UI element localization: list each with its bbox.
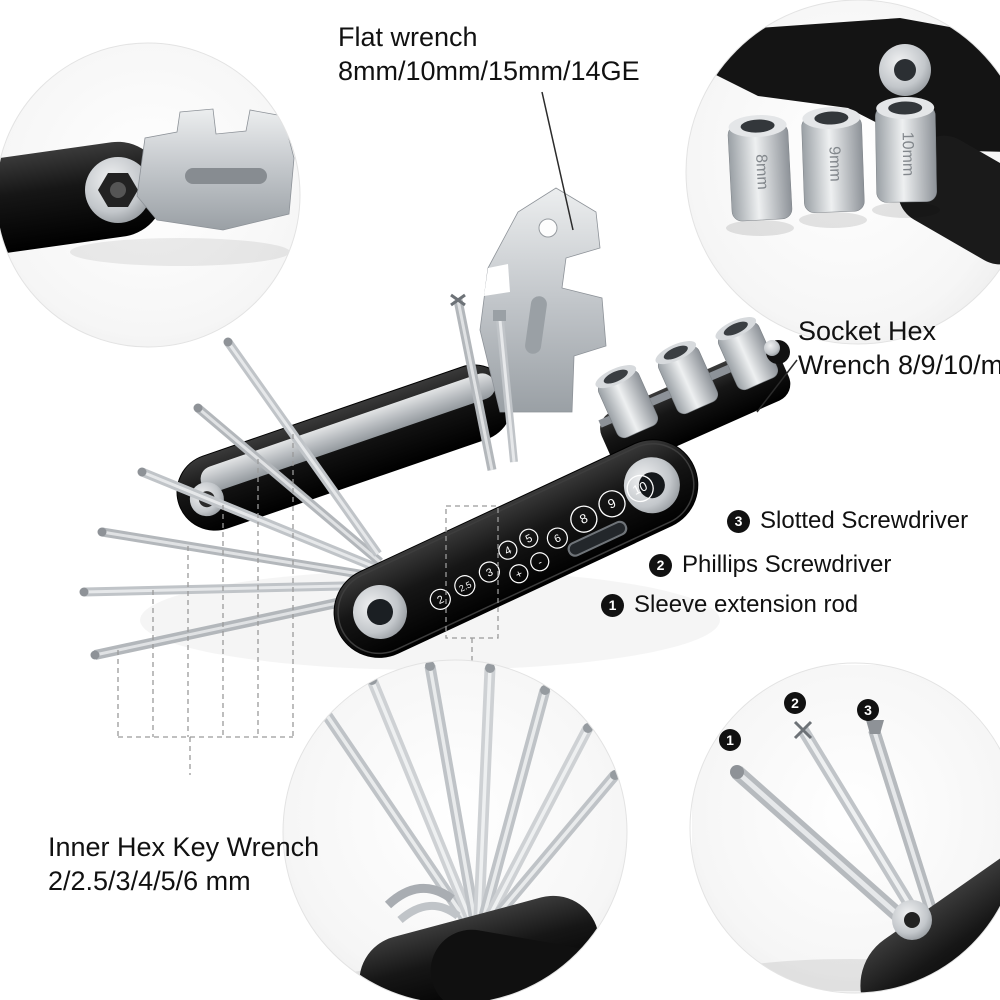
handle-marking: 6 [553, 532, 564, 545]
label-flat-wrench-line2: 8mm/10mm/15mm/14GE [338, 56, 640, 86]
label-socket-hex: Socket Hex Wrench 8/9/10/m [798, 314, 1000, 382]
inset-br-bit-1 [730, 765, 920, 936]
inset-socket-10mm: 10mm [875, 96, 937, 203]
label-flat-wrench: Flat wrench 8mm/10mm/15mm/14GE [338, 20, 640, 88]
label-socket-hex-line2: Wrench 8/9/10/m [798, 350, 1000, 380]
flat-tip [866, 720, 884, 734]
marking-highlight-box [445, 505, 499, 668]
label-inner-hex-line2: 2/2.5/3/4/5/6 mm [48, 866, 251, 896]
bit-badge-2: 2 [791, 695, 799, 711]
feature-slotted-screwdriver: 3 Slotted Screwdriver [727, 507, 968, 535]
inset-br-bit-3 [866, 720, 944, 934]
handle-marking: - [536, 556, 545, 569]
main-handle: 2 2.5 3 4 5 + - 6 8 9 10 [333, 439, 699, 658]
socket-size-label: 8mm [752, 154, 771, 190]
socket-size-label: 9mm [825, 146, 843, 182]
inset-flat-wrench [0, 42, 301, 348]
inset-circle-border [689, 662, 1000, 994]
handle-marking: 2 [435, 594, 446, 607]
bit-badge-3: 3 [864, 702, 872, 718]
handle-marking: 4 [503, 544, 514, 557]
inset-sockets: 8mm 9mm 10mm [685, 0, 1000, 345]
feature-badge-3: 3 [727, 509, 750, 533]
feature-text-sleeve: Sleeve extension rod [634, 591, 859, 618]
inset-hex-keys [282, 659, 628, 1000]
inset-circle-border [282, 659, 628, 1000]
feature-phillips-screwdriver: 2 Phillips Screwdriver [649, 551, 891, 579]
feature-sleeve-extension-rod: 1 Sleeve extension rod [601, 591, 858, 619]
feature-badge-2: 2 [649, 553, 672, 577]
label-inner-hex-line1: Inner Hex Key Wrench [48, 832, 320, 862]
handle-marking: 10 [630, 478, 649, 498]
socket-assembly [595, 317, 791, 467]
feature-text-phillips: Phillips Screwdriver [682, 551, 892, 578]
phillips-tip [450, 293, 466, 307]
socket-size-label: 10mm [899, 132, 917, 177]
hex-key-fan [79, 337, 390, 660]
label-flat-wrench-line1: Flat wrench [338, 22, 478, 52]
hex-key-guide-lines [117, 434, 294, 775]
label-inner-hex-key: Inner Hex Key Wrench 2/2.5/3/4/5/6 mm [48, 830, 319, 898]
bit-badge-1: 1 [726, 732, 734, 748]
leader-line-flat-wrench [541, 91, 574, 231]
multitool-photo: 2 2.5 3 4 5 + - 6 8 9 10 [79, 187, 791, 670]
socket-9mm [655, 341, 719, 415]
inset-br-bit-2 [793, 720, 931, 934]
screwdriver-bits [450, 293, 518, 471]
handle-marking: 3 [484, 566, 495, 579]
handle-marking: 2.5 [457, 579, 473, 593]
handle-marking: + [514, 568, 525, 582]
flat-wrench-tool [479, 187, 607, 413]
feature-badge-1: 1 [601, 593, 624, 617]
leader-line-socket-hex [756, 359, 798, 413]
inset-socket-9mm: 9mm [801, 106, 865, 213]
annotation-lines [117, 91, 798, 775]
inset-bit-badges: 1 2 3 [719, 692, 879, 751]
feature-text-slotted: Slotted Screwdriver [760, 507, 969, 534]
socket-10mm [715, 317, 779, 391]
inset-bits: 1 2 3 [689, 662, 1000, 994]
socket-8mm [595, 365, 659, 439]
inset-circle-border [0, 42, 301, 348]
phillips-tip [793, 720, 813, 740]
label-socket-hex-line1: Socket Hex [798, 316, 937, 346]
flat-tip [493, 310, 506, 321]
inset-socket-8mm: 8mm [727, 114, 793, 222]
inset-circle-border [685, 0, 1000, 345]
handle-marking: 5 [524, 532, 535, 545]
